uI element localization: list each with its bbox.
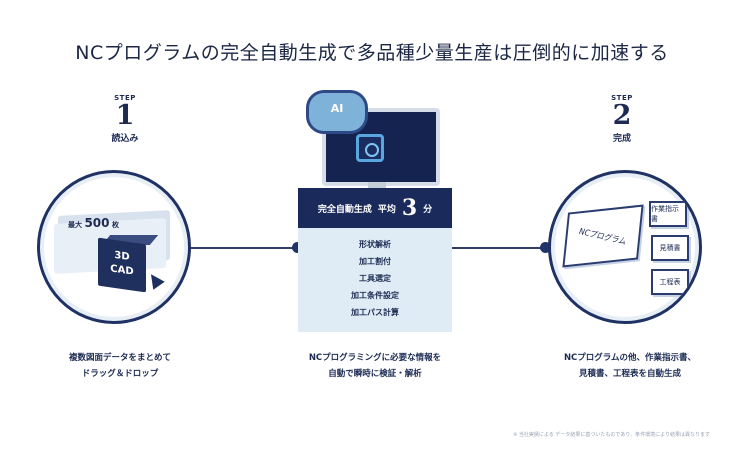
max-sheets-label: 最大 500 枚 [68,216,119,230]
process-panel: 完全自動生成 平均 3 分 形状解析 加工割付 工具選定 加工条件設定 加工パス… [298,188,452,332]
caption-output: NCプログラムの他、作業指示書、 見積書、工程表を自動生成 [545,350,715,382]
process-list: 形状解析 加工割付 工具選定 加工条件設定 加工パス計算 [298,228,452,321]
chip-icon [356,134,384,162]
estimate-document: 見積書 [651,235,689,261]
step-2-label: STEP 2 完成 [602,94,642,144]
caption-output-line-1: NCプログラムの他、作業指示書、 [563,353,697,363]
max-unit: 枚 [111,221,119,229]
output-illustration-circle: NCプログラム 作業指示書 見積書 工程表 [548,170,702,324]
step-1-label: STEP 1 読込み [105,94,145,144]
process-item: 加工パス計算 [351,308,399,317]
step-2-word: STEP [611,94,633,102]
max-value: 500 [84,216,110,230]
process-panel-header: 完全自動生成 平均 3 分 [298,188,452,228]
avg-unit: 分 [423,204,433,215]
import-illustration-circle: 最大 500 枚 3D CAD [37,170,191,324]
step-2-title: 完成 [612,134,631,144]
avg-value: 3 [401,195,418,221]
work-instruction-document: 作業指示書 [649,201,687,227]
step-1-word: STEP [114,94,136,102]
max-prefix: 最大 [68,221,82,229]
connector-dot-right [540,242,551,253]
auto-gen-label: 完全自動生成 [317,204,372,215]
chip-core [365,143,379,157]
connector-dot-left [292,242,303,253]
connector-left [188,247,298,249]
step-1-title: 読込み [111,134,139,144]
footnote: ※ 当社実績による データ結果に基づいたものであり、条件環境により結果は異なりま… [513,432,710,438]
caption-analysis-line-1: NCプログラミングに必要な情報を [308,353,442,363]
step-1-number: 1 [115,100,135,131]
caption-analysis: NCプログラミングに必要な情報を 自動で瞬時に検証・解析 [290,350,460,382]
process-item: 形状解析 [359,240,391,249]
process-item: 加工割付 [359,257,391,266]
page-title: NCプログラムの完全自動生成で多品種少量生産は圧倒的に加速する [75,42,669,64]
monitor-stand [368,182,386,192]
nc-program-label: NCプログラム [577,226,629,246]
step-2-number: 2 [612,100,632,131]
cursor-icon [145,270,165,290]
caption-analysis-line-2: 自動で瞬時に検証・解析 [328,369,422,379]
cad-cube-icon: 3D CAD [98,237,146,293]
ai-brain-icon: AI [306,90,368,134]
process-sheet-document: 工程表 [651,269,689,295]
process-item: 工具選定 [359,274,391,283]
connector-right [452,247,548,249]
caption-import: 複数図面データをまとめて ドラッグ＆ドロップ [40,350,200,382]
nc-program-document: NCプログラム [562,204,644,268]
avg-label: 平均 [377,204,396,215]
process-item: 加工条件設定 [351,291,399,300]
caption-import-line-1: 複数図面データをまとめて [68,353,171,363]
caption-output-line-2: 見積書、工程表を自動生成 [578,369,681,379]
caption-import-line-2: ドラッグ＆ドロップ [81,369,159,379]
